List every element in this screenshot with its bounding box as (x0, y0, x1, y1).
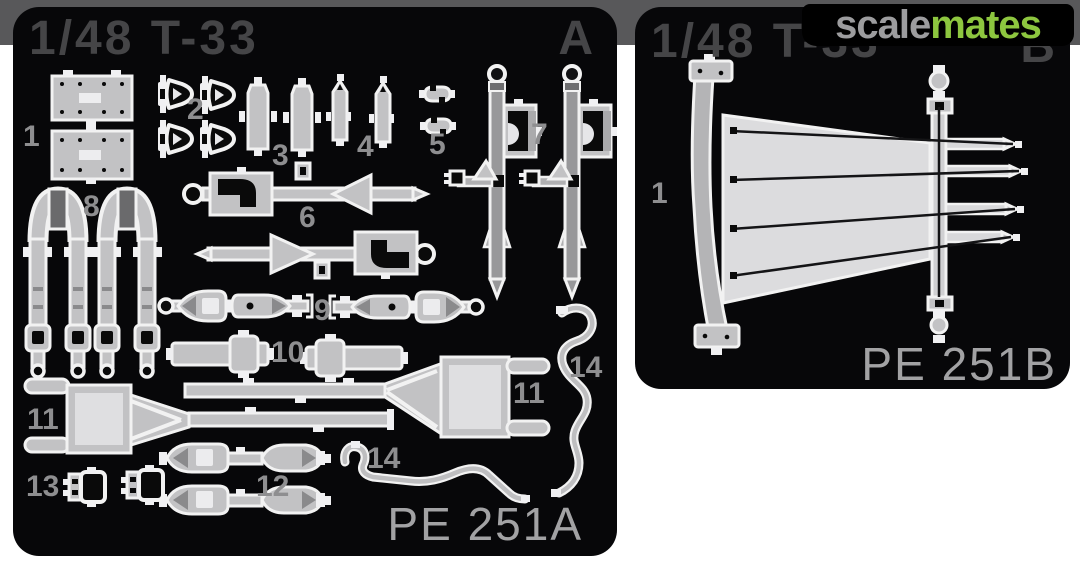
part-number-5: 5 (429, 128, 446, 161)
part-number-12: 12 (256, 470, 289, 503)
fret-a-corner-letter: A (558, 12, 596, 65)
fret-b-drawing: 1/48 T-33 B PE 251B 1 (651, 15, 1057, 389)
fret-a-photo: 1/48 T-33 A PE 251A 1 2 3 4 5 6 7 8 9 10… (13, 7, 617, 556)
part-number-2: 2 (187, 93, 204, 126)
part-7-belt-assemblies (442, 64, 617, 299)
part-1-fan-harness (688, 54, 1028, 355)
part-6-belts (182, 161, 436, 280)
fret-a-sheet-code: PE 251A (387, 498, 583, 550)
part-number-11-right: 11 (513, 377, 545, 410)
part-1-plates (50, 70, 134, 184)
part-12-belts (157, 442, 333, 516)
fret-b-sheet-code: PE 251B (861, 338, 1057, 389)
part-number-11-left: 11 (27, 403, 59, 436)
part-number-8: 8 (83, 190, 100, 223)
part-number-1: 1 (23, 120, 40, 153)
fret-a-drawing: 1/48 T-33 A PE 251A 1 2 3 4 5 6 7 8 9 10… (13, 12, 617, 550)
part-number-6: 6 (299, 201, 316, 234)
logo-text-scale: scale (835, 3, 931, 47)
part-number-14-bottom: 14 (367, 442, 401, 475)
part-number-9: 9 (314, 294, 331, 327)
part-number-14-right: 14 (569, 351, 603, 384)
part-number-4: 4 (357, 130, 374, 163)
part-number-10: 10 (271, 336, 304, 369)
part-14-tube-right (551, 303, 597, 498)
part-number-7: 7 (531, 118, 548, 151)
logo-text-mates: mates (930, 3, 1042, 47)
part-13-latches (61, 463, 165, 509)
part-number-13: 13 (26, 470, 59, 503)
part-number-3: 3 (272, 139, 289, 172)
fret-a-title: 1/48 T-33 (29, 12, 259, 65)
part-14-tube-bottom (340, 441, 530, 504)
scalemates-logo: scalemates (802, 4, 1074, 46)
part-11-fork-left (23, 377, 394, 455)
fan-strap-lines (730, 107, 1020, 297)
part-11-fork-right (183, 355, 551, 439)
fret-b-photo: 1/48 T-33 B PE 251B 1 (635, 7, 1070, 389)
part-number-1b: 1 (651, 177, 668, 210)
fan-pins (944, 136, 1028, 245)
